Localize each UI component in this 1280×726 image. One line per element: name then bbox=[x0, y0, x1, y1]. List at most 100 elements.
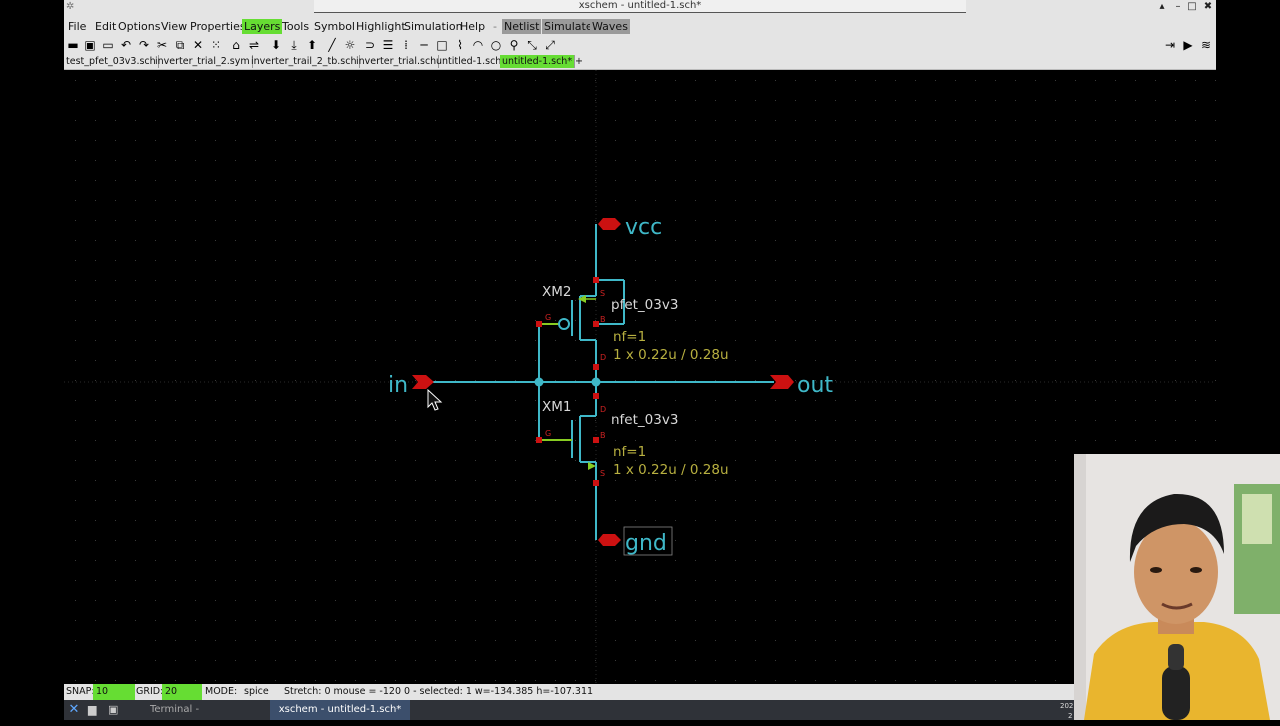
menu-options[interactable]: Options bbox=[118, 20, 161, 33]
grid-icon[interactable]: ⁙ bbox=[210, 38, 222, 52]
new-tab-button[interactable]: + bbox=[575, 56, 583, 67]
status-bar: SNAP: 10 GRID: 20 MODE: spice Stretch: 0… bbox=[64, 684, 1216, 700]
pmos-size: 1 x 0.22u / 0.28u bbox=[613, 347, 729, 363]
webcam-person bbox=[1074, 454, 1280, 720]
symbol-icon[interactable]: ⌂ bbox=[232, 38, 240, 52]
save-icon[interactable]: ▣ bbox=[84, 38, 96, 52]
clock-line2: 2 bbox=[1068, 712, 1073, 720]
tab-untitled-1-modified[interactable]: untitled-1.sch* bbox=[500, 55, 576, 68]
menu-layers[interactable]: Layers bbox=[242, 19, 283, 34]
pmos-xm2[interactable] bbox=[536, 277, 625, 370]
grid-dots bbox=[64, 70, 1216, 684]
polygon-icon[interactable]: ⌇ bbox=[457, 38, 463, 52]
menu-bar: File Edit Options View Properties Layers… bbox=[64, 16, 1216, 36]
pin-icon[interactable]: ⁞ bbox=[404, 38, 408, 52]
grid-input[interactable]: 20 bbox=[162, 684, 202, 700]
push-down-icon[interactable]: ⬇ bbox=[270, 38, 282, 52]
cut-icon[interactable]: ✂ bbox=[156, 38, 168, 52]
menu-tools[interactable]: Tools bbox=[282, 20, 310, 33]
tab-inverter-trial-2-sym[interactable]: inverter_trial_2.sym bbox=[153, 55, 253, 68]
grid-label: GRID: bbox=[136, 686, 164, 697]
arc-icon[interactable]: ◠ bbox=[472, 38, 484, 52]
menu-separator: - bbox=[493, 20, 497, 33]
menu-symbol[interactable]: Symbol bbox=[314, 20, 355, 33]
out-pin[interactable] bbox=[770, 375, 794, 389]
nmos-gate-letter: G bbox=[545, 429, 551, 438]
zoom-icon[interactable]: ⚲ bbox=[509, 38, 519, 52]
vcc-label: vcc bbox=[625, 215, 662, 240]
pmos-source-arrow bbox=[578, 295, 586, 303]
rect-icon[interactable]: □ bbox=[436, 38, 448, 52]
simulate-play-icon[interactable]: ▶ bbox=[1183, 38, 1193, 52]
component-icon[interactable]: ⊃ bbox=[364, 38, 376, 52]
terminal-task[interactable]: Terminal - bbox=[150, 704, 200, 715]
in-label: in bbox=[388, 373, 408, 398]
tab-inverter-trail-2-tb[interactable]: inverter_trail_2_tb.sch bbox=[249, 55, 360, 68]
list-icon[interactable]: ☰ bbox=[382, 38, 394, 52]
undo-icon[interactable]: ↶ bbox=[120, 38, 132, 52]
file-manager-icon[interactable]: ▆ bbox=[88, 703, 97, 716]
nmos-nf: nf=1 bbox=[613, 444, 646, 460]
menu-file[interactable]: File bbox=[68, 20, 87, 33]
start-menu-icon[interactable]: ✕ bbox=[68, 702, 80, 717]
in-pin[interactable] bbox=[412, 375, 434, 389]
netlist-arrow-icon[interactable]: ⇥ bbox=[1164, 38, 1176, 52]
schematic-canvas[interactable]: S G B D D G B S vcc gnd in out bbox=[64, 70, 1216, 684]
maximize-icon[interactable]: □ bbox=[1187, 1, 1197, 12]
brightness-icon[interactable]: ☼ bbox=[344, 38, 356, 52]
zoom-full-icon[interactable]: ⤢ bbox=[545, 38, 555, 52]
nmos-source-letter: S bbox=[600, 469, 605, 478]
zoom-fit-icon[interactable]: ⤡ bbox=[527, 38, 537, 52]
pen-icon[interactable]: ╱ bbox=[328, 38, 336, 52]
waves-button[interactable]: Waves bbox=[590, 19, 630, 34]
tab-inverter-trial[interactable]: inverter_trial.sch bbox=[354, 55, 440, 68]
netlist-icon[interactable]: ▭ bbox=[102, 38, 114, 52]
menu-help[interactable]: Help bbox=[460, 20, 486, 33]
close-icon[interactable]: ✖ bbox=[1203, 1, 1213, 12]
window-shade-icon[interactable]: ▴ bbox=[1159, 1, 1165, 12]
open-icon[interactable]: ▬ bbox=[67, 38, 79, 52]
delete-icon[interactable]: ✕ bbox=[192, 38, 204, 52]
terminal-icon[interactable]: ▣ bbox=[108, 703, 119, 716]
menu-view[interactable]: View bbox=[161, 20, 188, 33]
copy-icon[interactable]: ⧉ bbox=[175, 38, 185, 52]
vcc-pin[interactable] bbox=[598, 218, 621, 230]
menu-edit[interactable]: Edit bbox=[95, 20, 117, 33]
snap-input[interactable]: 10 bbox=[93, 684, 135, 700]
line-icon[interactable]: ─ bbox=[420, 38, 428, 52]
waves-icon[interactable]: ≋ bbox=[1200, 38, 1212, 52]
xschem-task[interactable]: xschem - untitled-1.sch* bbox=[270, 700, 410, 720]
nmos-instance-name: XM1 bbox=[542, 399, 572, 415]
netlist-button[interactable]: Netlist bbox=[502, 19, 542, 34]
pmos-gate-letter: G bbox=[545, 313, 551, 322]
tab-test-pfet-03v3[interactable]: test_pfet_03v3.sch bbox=[64, 55, 159, 68]
title-bar: ✲ xschem - untitled-1.sch* ▴ – □ ✖ bbox=[64, 0, 1216, 16]
redo-icon[interactable]: ↷ bbox=[138, 38, 150, 52]
nmos-model: nfet_03v3 bbox=[611, 412, 678, 428]
selection-box bbox=[623, 526, 673, 556]
simulate-button[interactable]: Simulate bbox=[542, 19, 595, 34]
nmos-source-arrow bbox=[588, 462, 596, 470]
toolbar: ▬ ▣ ▭ ↶ ↷ ✂ ⧉ ✕ ⁙ ⌂ ⇌ ⬇ ⤓ ⬆ ╱ ☼ ⊃ ☰ ⁞ ─ … bbox=[64, 36, 1216, 55]
schematic-drawing[interactable]: S G B D D G B S vcc gnd in out bbox=[64, 70, 1216, 684]
pmos-model: pfet_03v3 bbox=[611, 297, 678, 313]
gnd-pin[interactable] bbox=[598, 534, 621, 546]
component-down-icon[interactable]: ⤓ bbox=[291, 38, 297, 52]
menu-properties[interactable]: Properties bbox=[190, 20, 246, 33]
window-title: xschem - untitled-1.sch* bbox=[314, 0, 966, 13]
menu-simulation[interactable]: Simulation bbox=[404, 20, 463, 33]
status-info: Stretch: 0 mouse = -120 0 - selected: 1 … bbox=[284, 686, 594, 697]
minimize-icon[interactable]: – bbox=[1175, 1, 1181, 12]
pop-up-icon[interactable]: ⬆ bbox=[306, 38, 318, 52]
pmos-nf: nf=1 bbox=[613, 329, 646, 345]
menu-highlight[interactable]: Highlight bbox=[356, 20, 406, 33]
pmos-body-letter: B bbox=[600, 315, 606, 324]
circle-icon[interactable]: ○ bbox=[490, 38, 502, 52]
nmos-xm1[interactable] bbox=[536, 393, 599, 486]
taskbar: ✕ ▆ ▣ Terminal - xschem - untitled-1.sch… bbox=[64, 700, 1280, 720]
tab-untitled-1[interactable]: untitled-1.sch bbox=[434, 55, 505, 68]
terminal-letters: S G B D D G B S bbox=[545, 289, 606, 478]
pmos-drain-letter: D bbox=[600, 353, 606, 362]
wire-icon[interactable]: ⇌ bbox=[248, 38, 260, 52]
out-label: out bbox=[797, 373, 833, 398]
